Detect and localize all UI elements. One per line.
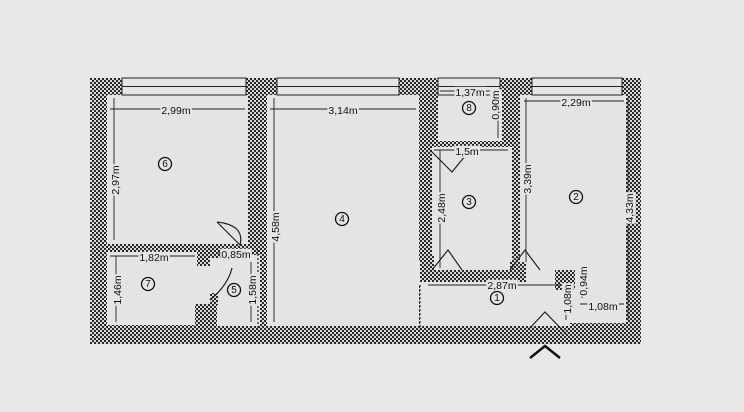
- dimension-label: 2,97m: [110, 165, 122, 194]
- room-number-5: 5: [226, 282, 242, 298]
- dimension-label: 2,29m: [561, 97, 590, 109]
- label-background: [587, 300, 619, 313]
- door[interactable]: [216, 221, 242, 246]
- wall-segment: [510, 262, 526, 282]
- dimension-label: 1,82m: [139, 252, 168, 264]
- dimension-label: 2,87m: [487, 280, 516, 292]
- dimension-label: 0,94m: [578, 266, 590, 295]
- label-background: [160, 104, 192, 117]
- entrance-arrow-icon: [529, 344, 561, 359]
- room-floor: [107, 95, 248, 244]
- dimension-label: 1,37m: [455, 87, 484, 99]
- svg-text:2: 2: [573, 192, 579, 203]
- label-background: [138, 251, 170, 264]
- label-background: [489, 89, 502, 121]
- room-number-6: 6: [157, 156, 173, 172]
- door[interactable]: [431, 248, 463, 271]
- door[interactable]: [527, 311, 569, 337]
- dimension-label: 0,85m: [221, 249, 250, 261]
- svg-text:5: 5: [231, 285, 237, 296]
- wall-segment: [420, 255, 434, 282]
- dimension-label: 4,33m: [624, 193, 636, 222]
- svg-text:3: 3: [466, 197, 472, 208]
- room-number-1: 1: [489, 290, 505, 306]
- label-background: [327, 104, 359, 117]
- wall-segment: [195, 304, 217, 326]
- svg-text:8: 8: [466, 103, 472, 114]
- room-floor: [197, 266, 211, 304]
- room-number-4: 4: [334, 211, 350, 227]
- label-background: [577, 265, 590, 297]
- dimension-label: 1,08m: [588, 301, 617, 313]
- dimension-label: 4,58m: [270, 212, 282, 241]
- label-background: [220, 248, 252, 261]
- dimension-label: 2,99m: [161, 105, 190, 117]
- label-background: [246, 274, 259, 306]
- wall-segment: [210, 293, 218, 305]
- dimension-label: 1,46m: [112, 275, 124, 304]
- dimension-label: 0,90m: [490, 90, 502, 119]
- label-background: [486, 279, 518, 292]
- label-background: [521, 163, 534, 195]
- label-background: [269, 211, 282, 243]
- door[interactable]: [209, 267, 233, 301]
- svg-text:7: 7: [145, 279, 151, 290]
- room-number-8: 8: [461, 100, 477, 116]
- label-background: [454, 86, 486, 99]
- svg-text:6: 6: [162, 159, 168, 170]
- label-background: [109, 164, 122, 196]
- dimension-label: 3,39m: [522, 164, 534, 193]
- room-number-2: 2: [568, 189, 584, 205]
- dimension-label: 1,08m: [562, 284, 574, 313]
- dimension-label: 1,5m: [455, 146, 479, 158]
- room-number-7: 7: [140, 276, 156, 292]
- label-background: [623, 192, 636, 224]
- svg-text:1: 1: [494, 293, 500, 304]
- svg-text:4: 4: [339, 214, 345, 225]
- label-background: [560, 96, 592, 109]
- label-background: [454, 145, 480, 158]
- room-number-3: 3: [461, 194, 477, 210]
- door[interactable]: [509, 249, 541, 271]
- label-background: [561, 283, 574, 315]
- dimension-label: 1,58m: [247, 275, 259, 304]
- dimension-label: 2,48m: [436, 193, 448, 222]
- dimension-label: 3,14m: [328, 105, 357, 117]
- label-background: [435, 192, 448, 224]
- label-background: [111, 274, 124, 306]
- room-floor: [267, 95, 419, 326]
